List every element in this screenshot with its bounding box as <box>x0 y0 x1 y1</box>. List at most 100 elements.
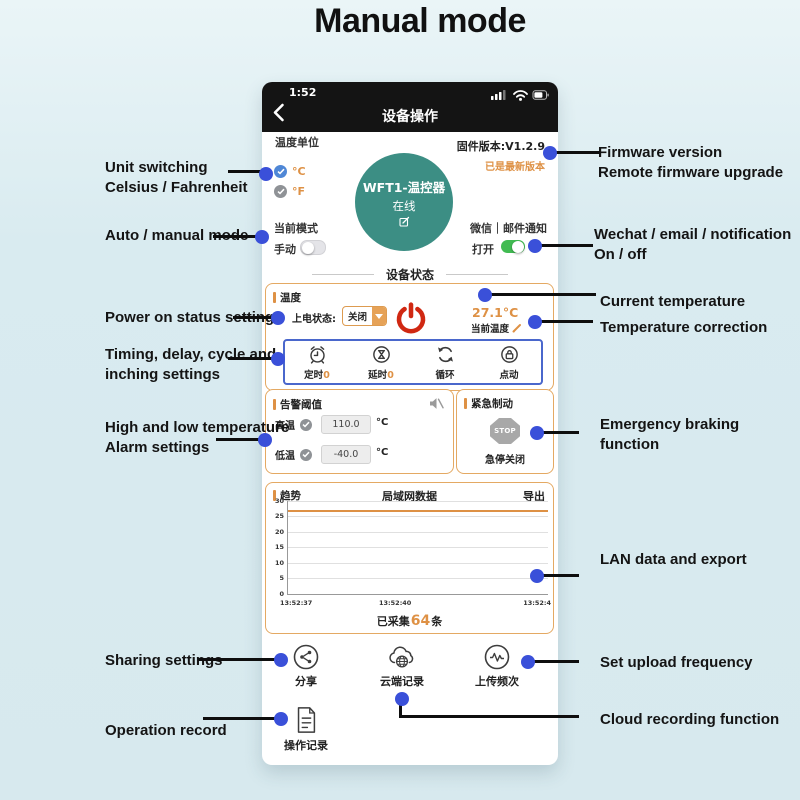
alarm-clock-icon <box>309 345 325 364</box>
annotation-timing-settings: Timing, delay, cycle and inching setting… <box>105 346 277 383</box>
hourglass-icon <box>372 345 390 363</box>
connector-line <box>550 151 600 154</box>
x-tick: 13:52:4 <box>523 599 551 607</box>
muted-speaker-icon[interactable] <box>429 397 444 410</box>
connector-line <box>203 717 284 720</box>
timing-value: 0 <box>323 369 330 381</box>
alarm-box-title-row: 告警阈值 <box>273 397 322 412</box>
checked-icon[interactable] <box>300 448 312 461</box>
firmware-version: 固件版本:V1.2.9 <box>456 140 545 153</box>
connector-dot <box>478 288 492 302</box>
fahrenheit-option[interactable]: °F <box>274 185 305 198</box>
screen-title: 设备操作 <box>382 109 438 125</box>
notification-toggle[interactable] <box>501 240 525 253</box>
temperature-series-line <box>288 510 548 512</box>
annotation-lan-data: LAN data and export <box>600 551 747 568</box>
high-temp-unit: °C <box>376 417 389 428</box>
estop-box-title: 紧急制动 <box>471 398 513 410</box>
connector-dot <box>274 653 288 667</box>
toggle-knob <box>512 240 524 253</box>
checked-icon[interactable] <box>300 418 312 431</box>
annotation-emergency-braking: Emergency braking function <box>600 416 740 453</box>
low-temp-label: 低温 <box>275 451 295 462</box>
delay-label: 延时 <box>368 369 388 381</box>
y-tick: 30 <box>274 497 284 505</box>
checked-radio-icon[interactable] <box>274 165 287 178</box>
annotation-wechat-notify: Wechat / email / notification On / off <box>594 226 792 263</box>
firmware-latest-badge[interactable]: 已是最新版本 <box>485 162 545 173</box>
y-tick: 25 <box>274 512 284 520</box>
edit-pencil-icon[interactable] <box>398 216 410 227</box>
back-button[interactable] <box>272 103 285 122</box>
inching-button[interactable]: 点动 <box>477 341 541 383</box>
low-temp-input[interactable]: -40.0 <box>321 445 371 464</box>
celsius-label: °C <box>292 165 306 178</box>
document-icon <box>297 707 316 733</box>
divider-label: 设备状态 <box>385 268 434 282</box>
connector-dot <box>271 311 285 325</box>
stop-octagon-button[interactable]: STOP <box>490 418 520 444</box>
cellular-signal-icon <box>491 90 506 100</box>
temperature-correction-pencil-icon[interactable] <box>512 323 522 333</box>
annotation-temperature-correction: Temperature correction <box>600 319 768 336</box>
connector-line <box>198 658 284 661</box>
current-temperature-value: 27.1°C <box>472 305 519 320</box>
power-state-value: 关闭 <box>348 312 368 323</box>
fahrenheit-label: °F <box>292 185 306 198</box>
unchecked-radio-icon[interactable] <box>274 185 287 198</box>
collected-count: 64 <box>410 613 431 629</box>
delay-button[interactable]: 延时0 <box>349 341 413 383</box>
connector-line <box>537 574 579 577</box>
gridline <box>288 547 548 548</box>
toggle-knob <box>301 241 314 254</box>
status-icons <box>491 90 549 101</box>
cloud-record-button[interactable]: 云端记录 <box>372 643 432 689</box>
notify-section-label: 微信｜邮件通知 <box>470 222 547 235</box>
connector-dot <box>395 692 409 706</box>
low-temp-unit: °C <box>376 447 389 458</box>
annotation-unit-switching: Unit switching Celsius / Fahrenheit <box>105 159 248 196</box>
power-state-dropdown[interactable]: 关闭 <box>342 306 388 326</box>
connector-dot <box>528 239 542 253</box>
gridline <box>288 501 548 502</box>
y-tick: 10 <box>274 559 284 567</box>
gridline <box>288 516 548 517</box>
share-nodes-icon <box>293 644 319 670</box>
connector-dot <box>259 167 273 181</box>
export-button[interactable]: 导出 <box>523 490 545 503</box>
share-button[interactable]: 分享 <box>284 644 328 689</box>
y-tick: 0 <box>279 590 284 598</box>
gridline <box>288 532 548 533</box>
cycle-button[interactable]: 循环 <box>413 341 477 383</box>
high-temp-label: 高温 <box>275 421 295 432</box>
phone-header: 1:52 设备操作 <box>262 82 558 132</box>
share-label: 分享 <box>295 675 317 688</box>
celsius-option[interactable]: °C <box>274 165 306 178</box>
annotation-upload-frequency: Set upload frequency <box>600 654 753 671</box>
upload-frequency-button[interactable]: 上传频次 <box>467 644 527 689</box>
annotation-current-temperature: Current temperature <box>600 293 746 310</box>
connector-dot <box>274 712 288 726</box>
connector-dot <box>528 315 542 329</box>
battery-icon <box>532 90 549 100</box>
connector-line <box>228 170 269 173</box>
page-title: Manual mode <box>314 2 526 40</box>
device-status-circle[interactable]: WFT1-温控器 在线 <box>355 153 453 251</box>
connector-line <box>535 244 593 247</box>
mode-value: 手动 <box>274 243 296 256</box>
power-button[interactable] <box>395 301 427 335</box>
connector-dot <box>530 426 544 440</box>
connector-dot <box>258 433 272 447</box>
operation-record-button[interactable]: 操作记录 <box>283 706 329 753</box>
chart-subtitle: 局域网数据 <box>382 490 437 503</box>
connector-line <box>485 293 596 296</box>
y-tick: 20 <box>274 528 284 536</box>
timing-button[interactable]: 定时0 <box>285 341 349 383</box>
high-temp-input[interactable]: 110.0 <box>321 415 371 434</box>
connector-line <box>399 715 579 718</box>
manual-mode-toggle[interactable] <box>300 240 326 255</box>
upload-frequency-label: 上传频次 <box>475 675 519 688</box>
connector-dot <box>543 146 557 160</box>
phone-mockup: 1:52 设备操作 温 <box>262 82 558 765</box>
